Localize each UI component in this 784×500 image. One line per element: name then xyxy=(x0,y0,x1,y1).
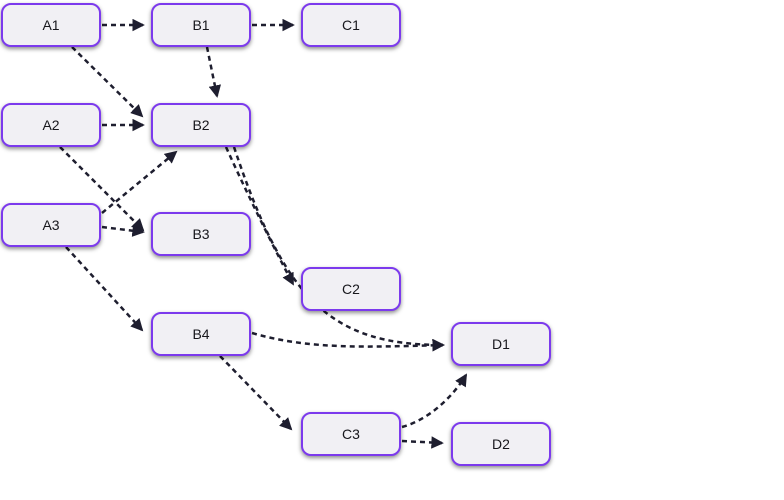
node-A1[interactable]: A1 xyxy=(1,3,101,47)
node-label-B2: B2 xyxy=(192,117,210,133)
node-label-B4: B4 xyxy=(192,326,210,342)
node-label-C3: C3 xyxy=(342,426,360,442)
node-A3[interactable]: A3 xyxy=(1,203,101,247)
edge-C3-D1[interactable] xyxy=(401,373,468,429)
edge-A2-B3[interactable] xyxy=(59,146,145,232)
edge-B2-D1[interactable] xyxy=(232,146,445,352)
edge-B1-B2[interactable] xyxy=(205,46,221,98)
node-D2[interactable]: D2 xyxy=(451,422,551,466)
edge-B4-D1[interactable] xyxy=(251,331,445,352)
node-label-D2: D2 xyxy=(492,436,510,452)
edge-A1-B2[interactable] xyxy=(71,46,144,118)
node-B3[interactable]: B3 xyxy=(151,212,251,256)
node-B1[interactable]: B1 xyxy=(151,3,251,47)
node-C3[interactable]: C3 xyxy=(301,412,401,456)
node-label-B3: B3 xyxy=(192,226,210,242)
node-label-D1: D1 xyxy=(492,336,510,352)
edge-C3-D2[interactable] xyxy=(401,436,444,449)
node-C1[interactable]: C1 xyxy=(301,3,401,47)
edge-A3-B2[interactable] xyxy=(101,150,178,214)
node-B2[interactable]: B2 xyxy=(151,103,251,147)
edge-A3-B3[interactable] xyxy=(101,224,145,237)
node-D1[interactable]: D1 xyxy=(451,322,551,366)
node-label-C1: C1 xyxy=(342,17,360,33)
edge-A3-B4[interactable] xyxy=(65,246,144,332)
node-label-C2: C2 xyxy=(342,281,360,297)
edge-B4-C3[interactable] xyxy=(219,355,293,431)
node-label-A2: A2 xyxy=(42,117,60,133)
node-label-A1: A1 xyxy=(42,17,60,33)
node-A2[interactable]: A2 xyxy=(1,103,101,147)
node-C2[interactable]: C2 xyxy=(301,267,401,311)
node-B4[interactable]: B4 xyxy=(151,312,251,356)
node-label-B1: B1 xyxy=(192,17,210,33)
node-label-A3: A3 xyxy=(42,217,60,233)
